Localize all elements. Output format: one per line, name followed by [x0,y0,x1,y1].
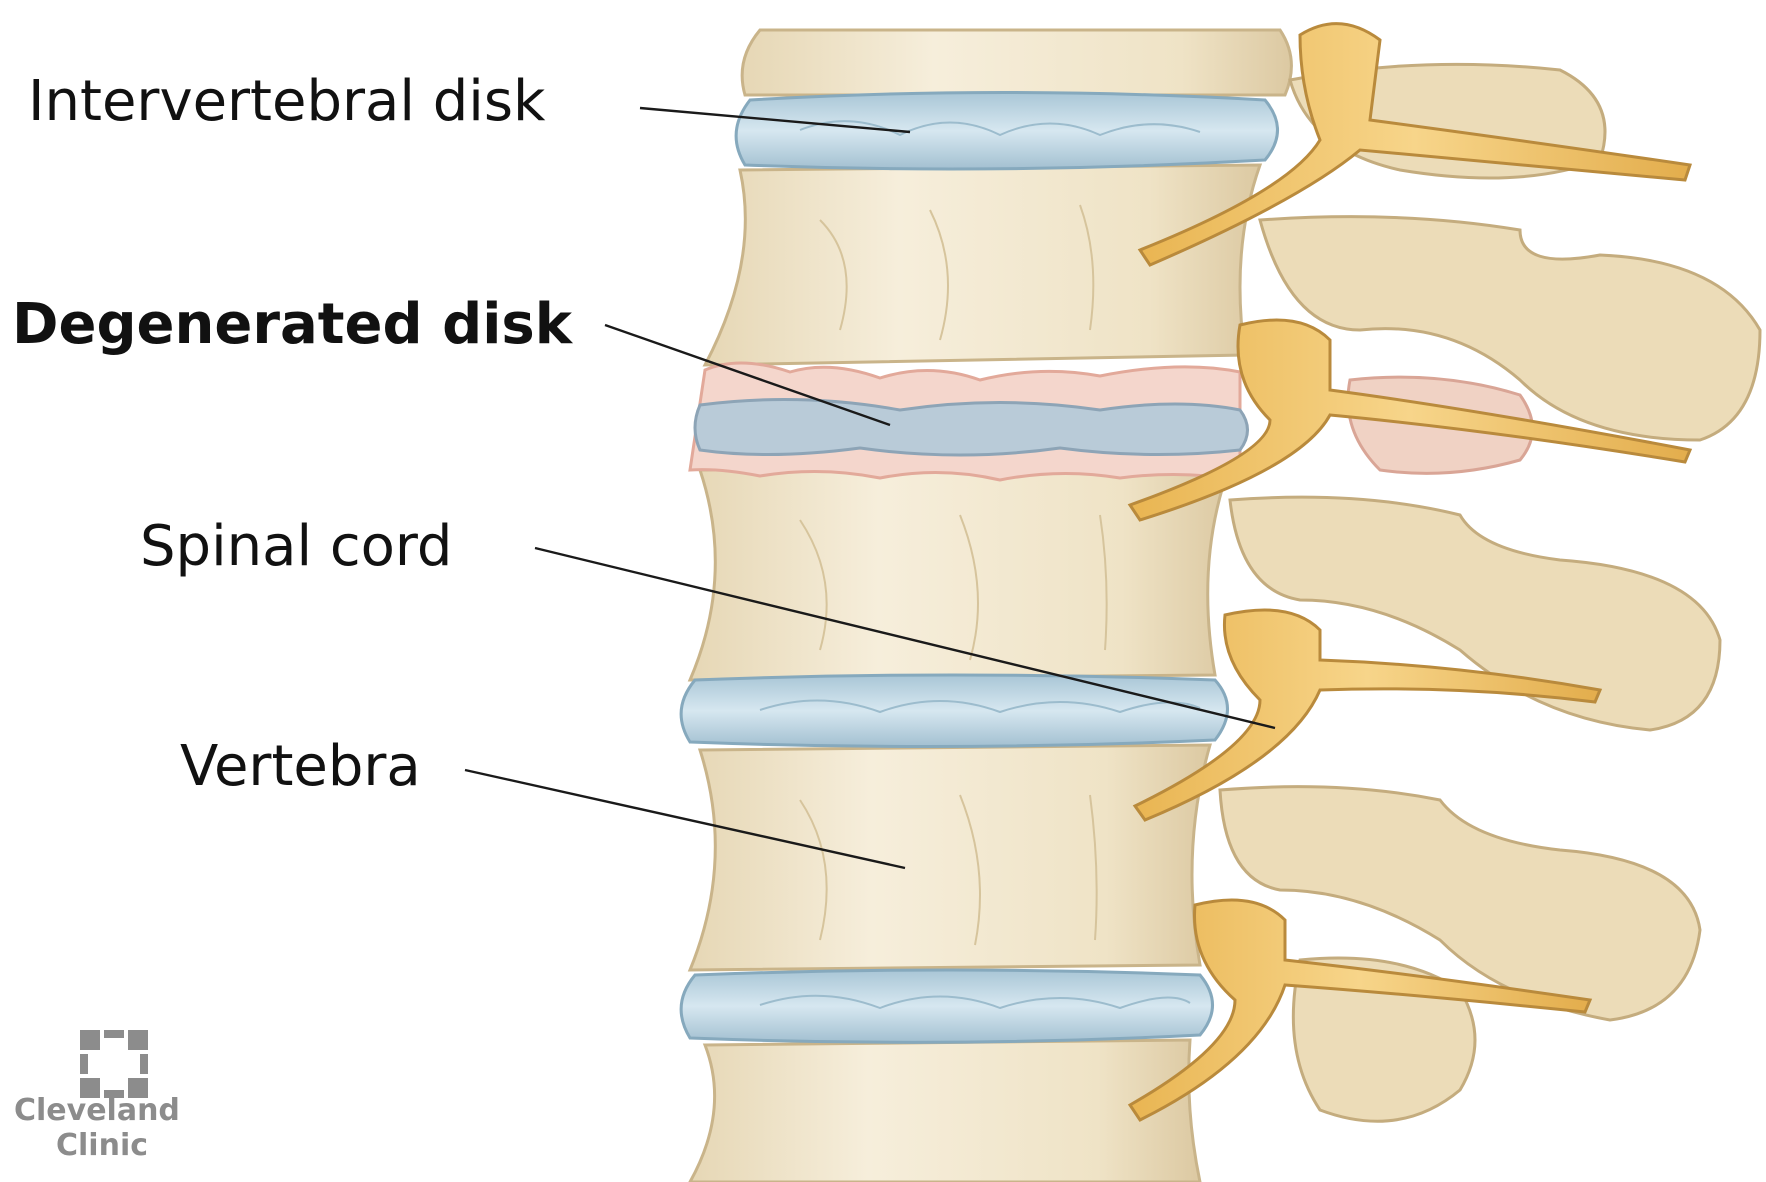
label-degenerated-disk: Degenerated disk [12,292,574,357]
label-vertebra: Vertebra [180,734,421,799]
disk-healthy-3 [681,970,1212,1042]
vertebra-body-2 [705,165,1260,365]
label-spinal-cord: Spinal cord [140,514,452,579]
cleveland-clinic-logo-icon [80,1030,148,1098]
vertebra-body-1 [742,30,1291,95]
vertebra-body-4 [690,745,1210,970]
vertebra-body-5 [690,1040,1200,1182]
logo-line-1: Cleveland [14,1093,180,1128]
disk-healthy-2 [681,675,1227,747]
logo-line-2: Clinic [56,1128,148,1163]
label-intervertebral-disk: Intervertebral disk [28,69,546,134]
disk-degenerated [695,400,1248,455]
cleveland-clinic-logo: Cleveland Clinic [14,1030,180,1163]
labels: Intervertebral disk Degenerated disk Spi… [12,69,574,799]
